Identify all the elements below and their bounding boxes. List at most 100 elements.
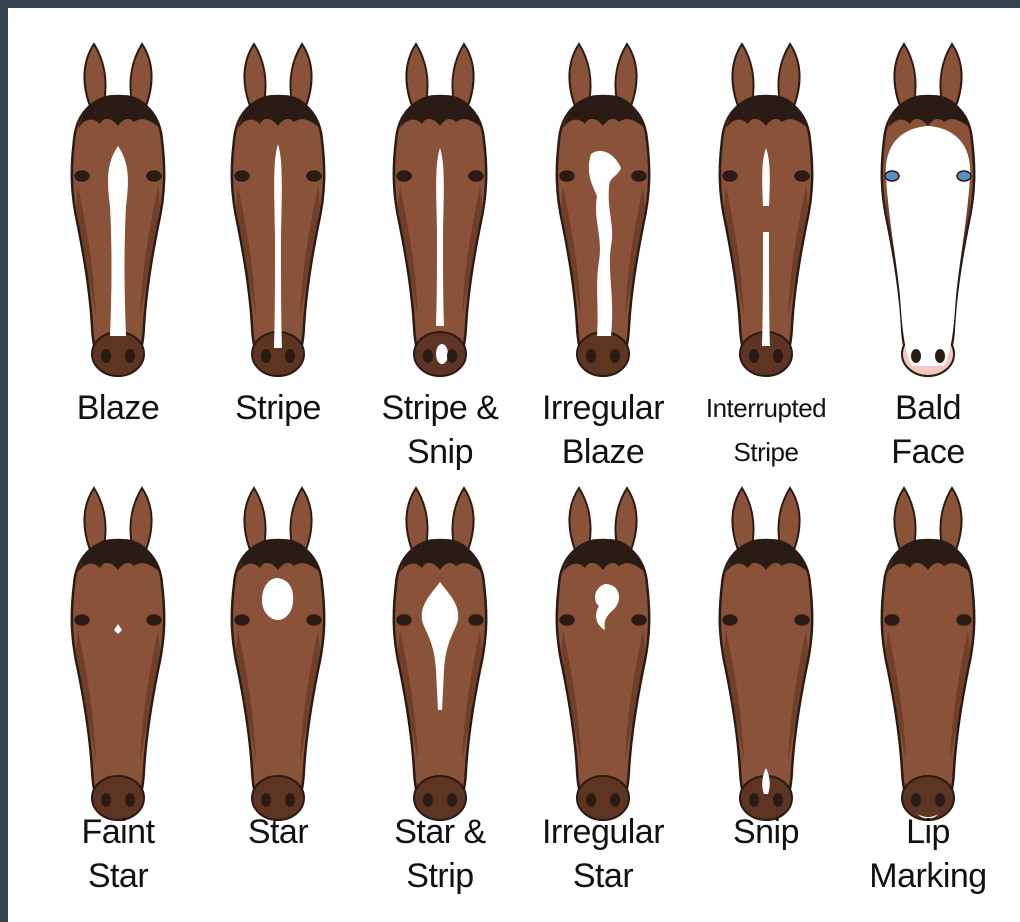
- left-ear: [406, 44, 427, 106]
- left-ear: [244, 488, 265, 550]
- marking-label-line: Face: [828, 430, 1020, 474]
- right-nostril: [447, 793, 457, 807]
- horse-head-stripe-snip: [360, 36, 520, 396]
- left-ear: [244, 44, 265, 106]
- left-ear: [569, 488, 590, 550]
- marking-cell-snip: Snip: [686, 480, 846, 920]
- right-eye: [469, 615, 483, 625]
- left-nostril: [261, 349, 271, 363]
- right-eye: [469, 171, 483, 181]
- muzzle: [92, 332, 144, 376]
- marking-label-line: Star: [18, 854, 218, 898]
- left-eye: [723, 171, 737, 181]
- marking-cell-irregular-blaze: IrregularBlaze: [523, 36, 683, 476]
- marking-cell-blaze: Blaze: [38, 36, 198, 476]
- left-nostril: [423, 349, 433, 363]
- right-eye: [307, 615, 321, 625]
- right-nostril: [610, 793, 620, 807]
- right-nostril: [285, 793, 295, 807]
- left-ear: [894, 488, 915, 550]
- horse-head-blaze: [38, 36, 198, 396]
- horse-head-star-strip: [360, 480, 520, 840]
- right-nostril: [125, 349, 135, 363]
- face-marking: [274, 144, 282, 348]
- marking-cell-stripe: Stripe: [198, 36, 358, 476]
- face-marking: [886, 126, 970, 366]
- left-nostril: [749, 793, 759, 807]
- left-eye: [397, 171, 411, 181]
- face-marking: [762, 232, 770, 346]
- left-ear: [732, 488, 753, 550]
- horse-head-irregular-blaze: [523, 36, 683, 396]
- face-marking: [436, 344, 448, 364]
- left-eye: [560, 171, 574, 181]
- marking-cell-star: Star: [198, 480, 358, 920]
- right-nostril: [935, 793, 945, 807]
- right-eye: [307, 171, 321, 181]
- right-eye: [632, 171, 646, 181]
- marking-label-line: Star: [503, 854, 703, 898]
- muzzle: [577, 332, 629, 376]
- left-nostril: [586, 793, 596, 807]
- marking-cell-irregular-star: IrregularStar: [523, 480, 683, 920]
- right-eye: [795, 615, 809, 625]
- left-ear: [84, 44, 105, 106]
- right-eye: [957, 615, 971, 625]
- horse-head-stripe: [198, 36, 358, 396]
- left-nostril: [911, 349, 921, 363]
- left-eye: [885, 171, 899, 181]
- left-nostril: [423, 793, 433, 807]
- marking-label-line: Marking: [828, 854, 1020, 898]
- right-nostril: [447, 349, 457, 363]
- right-nostril: [125, 793, 135, 807]
- marking-cell-star-strip: Star &Strip: [360, 480, 520, 920]
- horse-head-bald-face: [848, 36, 1008, 396]
- right-nostril: [773, 349, 783, 363]
- left-nostril: [911, 793, 921, 807]
- left-nostril: [261, 793, 271, 807]
- left-ear: [406, 488, 427, 550]
- marking-label-line: Bald: [828, 386, 1020, 430]
- left-eye: [560, 615, 574, 625]
- face-marking: [262, 578, 293, 620]
- left-eye: [885, 615, 899, 625]
- left-nostril: [101, 793, 111, 807]
- left-ear: [894, 44, 915, 106]
- right-nostril: [285, 349, 295, 363]
- marking-cell-interrupted-stripe: InterruptedStripe: [686, 36, 846, 476]
- left-eye: [75, 171, 89, 181]
- horse-head-star: [198, 480, 358, 840]
- marking-cell-faint-star: FaintStar: [38, 480, 198, 920]
- marking-label: BaldFace: [828, 386, 1020, 474]
- left-eye: [235, 171, 249, 181]
- face-marking: [436, 148, 444, 326]
- right-eye: [795, 171, 809, 181]
- right-eye: [147, 171, 161, 181]
- horse-head-faint-star: [38, 480, 198, 840]
- right-eye: [957, 171, 971, 181]
- left-ear: [569, 44, 590, 106]
- right-nostril: [773, 793, 783, 807]
- left-ear: [732, 44, 753, 106]
- left-eye: [397, 615, 411, 625]
- marking-cell-lip-marking: LipMarking: [848, 480, 1008, 920]
- horse-face-markings-chart: BlazeStripeStripe &SnipIrregularBlazeInt…: [8, 8, 1020, 922]
- left-nostril: [749, 349, 759, 363]
- left-eye: [723, 615, 737, 625]
- horse-head-interrupted-stripe: [686, 36, 846, 396]
- horse-head-lip-marking: [848, 480, 1008, 840]
- right-eye: [632, 615, 646, 625]
- horse-head-irregular-star: [523, 480, 683, 840]
- horse-head-snip: [686, 480, 846, 840]
- right-nostril: [610, 349, 620, 363]
- left-nostril: [101, 349, 111, 363]
- marking-label: LipMarking: [828, 810, 1020, 898]
- left-nostril: [586, 349, 596, 363]
- left-eye: [235, 615, 249, 625]
- marking-label-line: Lip: [828, 810, 1020, 854]
- marking-cell-stripe-snip: Stripe &Snip: [360, 36, 520, 476]
- right-eye: [147, 615, 161, 625]
- left-ear: [84, 488, 105, 550]
- marking-cell-bald-face: BaldFace: [848, 36, 1008, 476]
- right-nostril: [935, 349, 945, 363]
